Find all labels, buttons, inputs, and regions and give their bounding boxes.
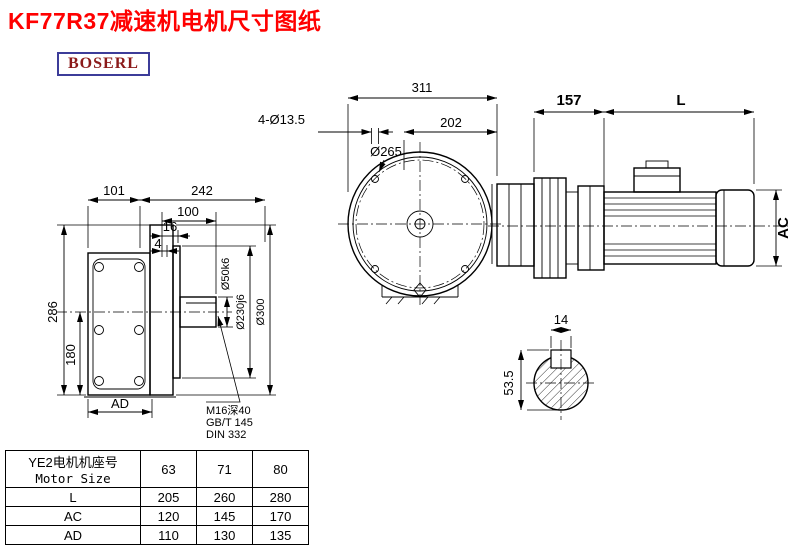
row-label: L bbox=[5, 487, 141, 507]
terminal-box bbox=[633, 167, 681, 193]
output-shaft bbox=[179, 296, 217, 328]
dim-AD: AD bbox=[111, 396, 129, 411]
dim-AC: AC bbox=[775, 217, 792, 239]
gear-housing bbox=[87, 252, 151, 396]
adapter-housing bbox=[496, 183, 535, 267]
table-cell: 205 bbox=[140, 487, 197, 507]
bolt-hole bbox=[461, 175, 469, 183]
bolt-hole bbox=[94, 376, 104, 386]
bolt-hole bbox=[461, 265, 469, 273]
row-label: AC bbox=[5, 506, 141, 526]
table-row-AD: AD 110 130 135 bbox=[5, 525, 309, 545]
table-cell-size: 80 bbox=[252, 450, 309, 488]
motor-size-label-en: Motor Size bbox=[35, 471, 111, 486]
motor-view-dimensions: 157 L AC bbox=[533, 92, 792, 267]
table-cell-size: 63 bbox=[140, 450, 197, 488]
standard-din: DIN 332 bbox=[206, 429, 246, 441]
motor-size-header-cell: YE2电机机座号 Motor Size bbox=[5, 450, 141, 488]
table-cell: 170 bbox=[252, 506, 309, 526]
table-cell-size: 71 bbox=[196, 450, 253, 488]
dim-flange-diameter: Ø300 bbox=[255, 299, 267, 326]
dim-bolt-holes: 4-Ø13.5 bbox=[258, 112, 305, 127]
shaft-section-view: 14 53.5 bbox=[501, 312, 596, 420]
bolt-hole bbox=[134, 262, 144, 272]
brand-logo: BOSERL bbox=[57, 52, 150, 76]
housing-inner-contour bbox=[92, 258, 146, 390]
table-row-AC: AC 120 145 170 bbox=[5, 506, 309, 526]
dim-100: 100 bbox=[177, 204, 199, 219]
table-cell: 130 bbox=[196, 525, 253, 545]
table-cell: 145 bbox=[196, 506, 253, 526]
side-view bbox=[56, 224, 232, 398]
diamond-mark bbox=[413, 282, 427, 298]
bolt-hole bbox=[94, 262, 104, 272]
hub-circle bbox=[406, 210, 434, 238]
dim-242: 242 bbox=[191, 183, 213, 198]
dim-311: 311 bbox=[412, 80, 433, 95]
standard-gb: GB/T 145 bbox=[206, 417, 253, 429]
spacer bbox=[565, 191, 579, 265]
tap-leader-line bbox=[206, 315, 241, 403]
dim-14: 14 bbox=[554, 312, 568, 327]
dim-bolt-circle: Ø265 bbox=[370, 144, 402, 159]
dim-202: 202 bbox=[440, 115, 462, 130]
dim-101: 101 bbox=[103, 183, 125, 198]
bolt-circle bbox=[355, 159, 485, 289]
dim-4: 4 bbox=[154, 236, 161, 251]
front-view bbox=[338, 142, 502, 306]
fan-cover bbox=[715, 189, 755, 267]
tap-note: M16深40 bbox=[206, 404, 251, 417]
dim-286: 286 bbox=[45, 301, 60, 323]
dim-L: L bbox=[676, 92, 685, 109]
table-row-L: L 205 260 280 bbox=[5, 487, 309, 507]
bolt-hole bbox=[94, 325, 104, 335]
center-bore bbox=[414, 218, 426, 230]
brand-text: BOSERL bbox=[68, 55, 139, 72]
dim-180: 180 bbox=[63, 344, 78, 366]
flange-inner-rim bbox=[352, 156, 488, 292]
dim-shaft-diameter: Ø50k6 bbox=[220, 258, 232, 290]
dim-spigot-diameter: Ø230j6 bbox=[235, 294, 247, 329]
table-cell: 110 bbox=[140, 525, 197, 545]
bolt-hole bbox=[134, 376, 144, 386]
bolt-hole bbox=[371, 265, 379, 273]
motor-body bbox=[603, 191, 717, 265]
row-label: AD bbox=[5, 525, 141, 545]
bolt-hole bbox=[371, 175, 379, 183]
motor-view bbox=[488, 160, 788, 279]
table-cell: 280 bbox=[252, 487, 309, 507]
dim-16: 16 bbox=[163, 219, 177, 234]
dim-53-5: 53.5 bbox=[501, 370, 516, 395]
motor-size-table: YE2电机机座号 Motor Size 63 71 80 L 205 260 2… bbox=[5, 450, 309, 545]
motor-front-bell bbox=[577, 185, 605, 271]
table-cell: 260 bbox=[196, 487, 253, 507]
front-view-dimensions: 311 202 4-Ø13.5 Ø265 bbox=[258, 80, 498, 192]
side-view-dimensions: 101 242 100 16 4 286 180 AD Ø50k6 Ø23 bbox=[45, 183, 276, 441]
table-cell: 120 bbox=[140, 506, 197, 526]
page-title: KF77R37减速机电机尺寸图纸 bbox=[8, 8, 322, 34]
table-cell: 135 bbox=[252, 525, 309, 545]
table-row-header: YE2电机机座号 Motor Size 63 71 80 bbox=[5, 450, 309, 488]
terminal-box-cap bbox=[645, 160, 669, 169]
bolt-hole bbox=[134, 325, 144, 335]
dim-157: 157 bbox=[556, 92, 581, 109]
motor-size-label-cn: YE2电机机座号 bbox=[28, 455, 118, 470]
